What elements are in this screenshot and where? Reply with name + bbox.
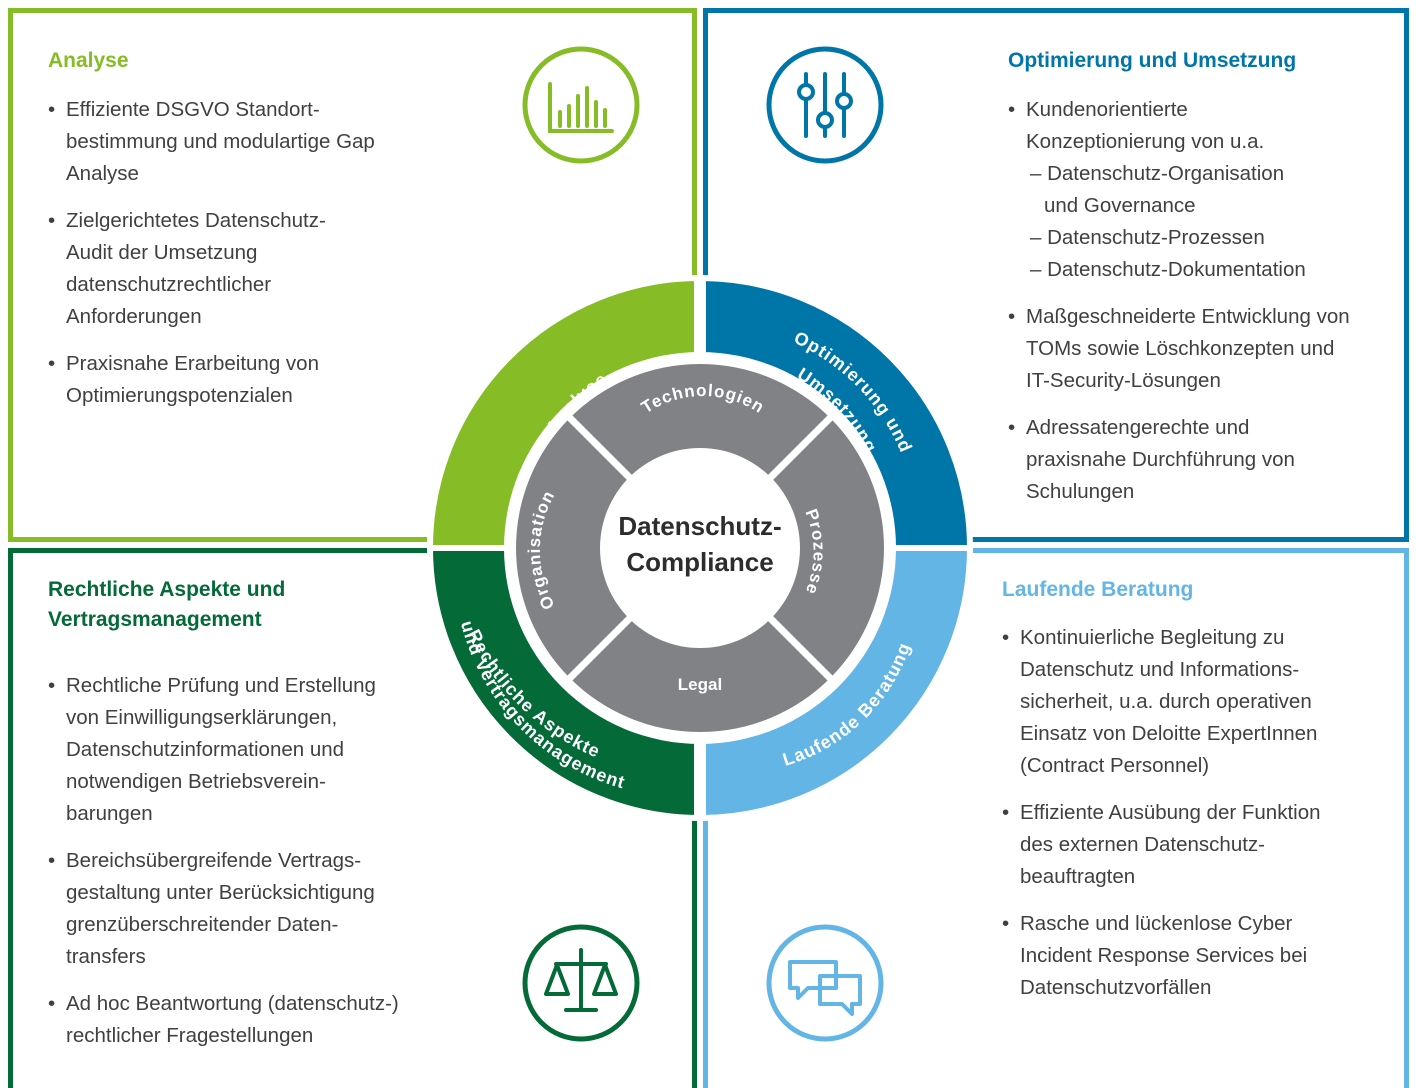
list-item: Kundenorientierte Konzeptionierung von u…	[1008, 94, 1350, 286]
list-item: Ad hoc Beantwortung (datenschutz-) recht…	[48, 988, 399, 1052]
list-item: Kontinuierliche Begleitung zu Datenschut…	[1002, 622, 1321, 782]
sub-item: und Governance	[1044, 194, 1196, 217]
laufende-title: Laufende Beratung	[1002, 578, 1194, 601]
list-item: Bereichsübergreifende Vertrags- gestaltu…	[48, 845, 399, 973]
scales-icon	[522, 924, 640, 1042]
list-item: Zielgerichtetes Datenschutz- Audit der U…	[48, 205, 375, 333]
list-item: Effiziente DSGVO Standort- bestimmung un…	[48, 94, 375, 190]
laufende-bullets: Kontinuierliche Begleitung zu Datenschut…	[1002, 622, 1321, 1019]
chat-bubbles-icon	[766, 924, 884, 1042]
sliders-icon	[766, 46, 884, 164]
list-item: Praxisnahe Erarbeitung von Optimierungsp…	[48, 348, 375, 412]
optimierung-bullets: Kundenorientierte Konzeptionierung von u…	[1008, 94, 1350, 523]
bar-chart-icon	[522, 46, 640, 164]
center-label-line1: Datenschutz-	[618, 511, 781, 541]
list-item: Rechtliche Prüfung und Erstellung von Ei…	[48, 670, 399, 830]
list-item: Adressatengerechte und praxisnahe Durchf…	[1008, 412, 1350, 508]
list-item: Maßgeschneiderte Entwicklung von TOMs so…	[1008, 301, 1350, 397]
analyse-title: Analyse	[48, 49, 129, 72]
center-label-line2: Compliance	[626, 547, 773, 577]
list-item: Effiziente Ausübung der Funktion des ext…	[1002, 797, 1321, 893]
rechtliche-title: Rechtliche Aspekte und Vertragsmanagemen…	[48, 578, 286, 631]
analyse-bullets: Effiziente DSGVO Standort- bestimmung un…	[48, 94, 375, 427]
inner-label-legal: Legal	[678, 675, 722, 694]
optimierung-title: Optimierung und Umsetzung	[1008, 49, 1297, 72]
list-item: Rasche und lückenlose Cyber Incident Res…	[1002, 908, 1321, 1004]
center-circle	[600, 448, 800, 648]
rechtliche-bullets: Rechtliche Prüfung und Erstellung von Ei…	[48, 670, 399, 1067]
